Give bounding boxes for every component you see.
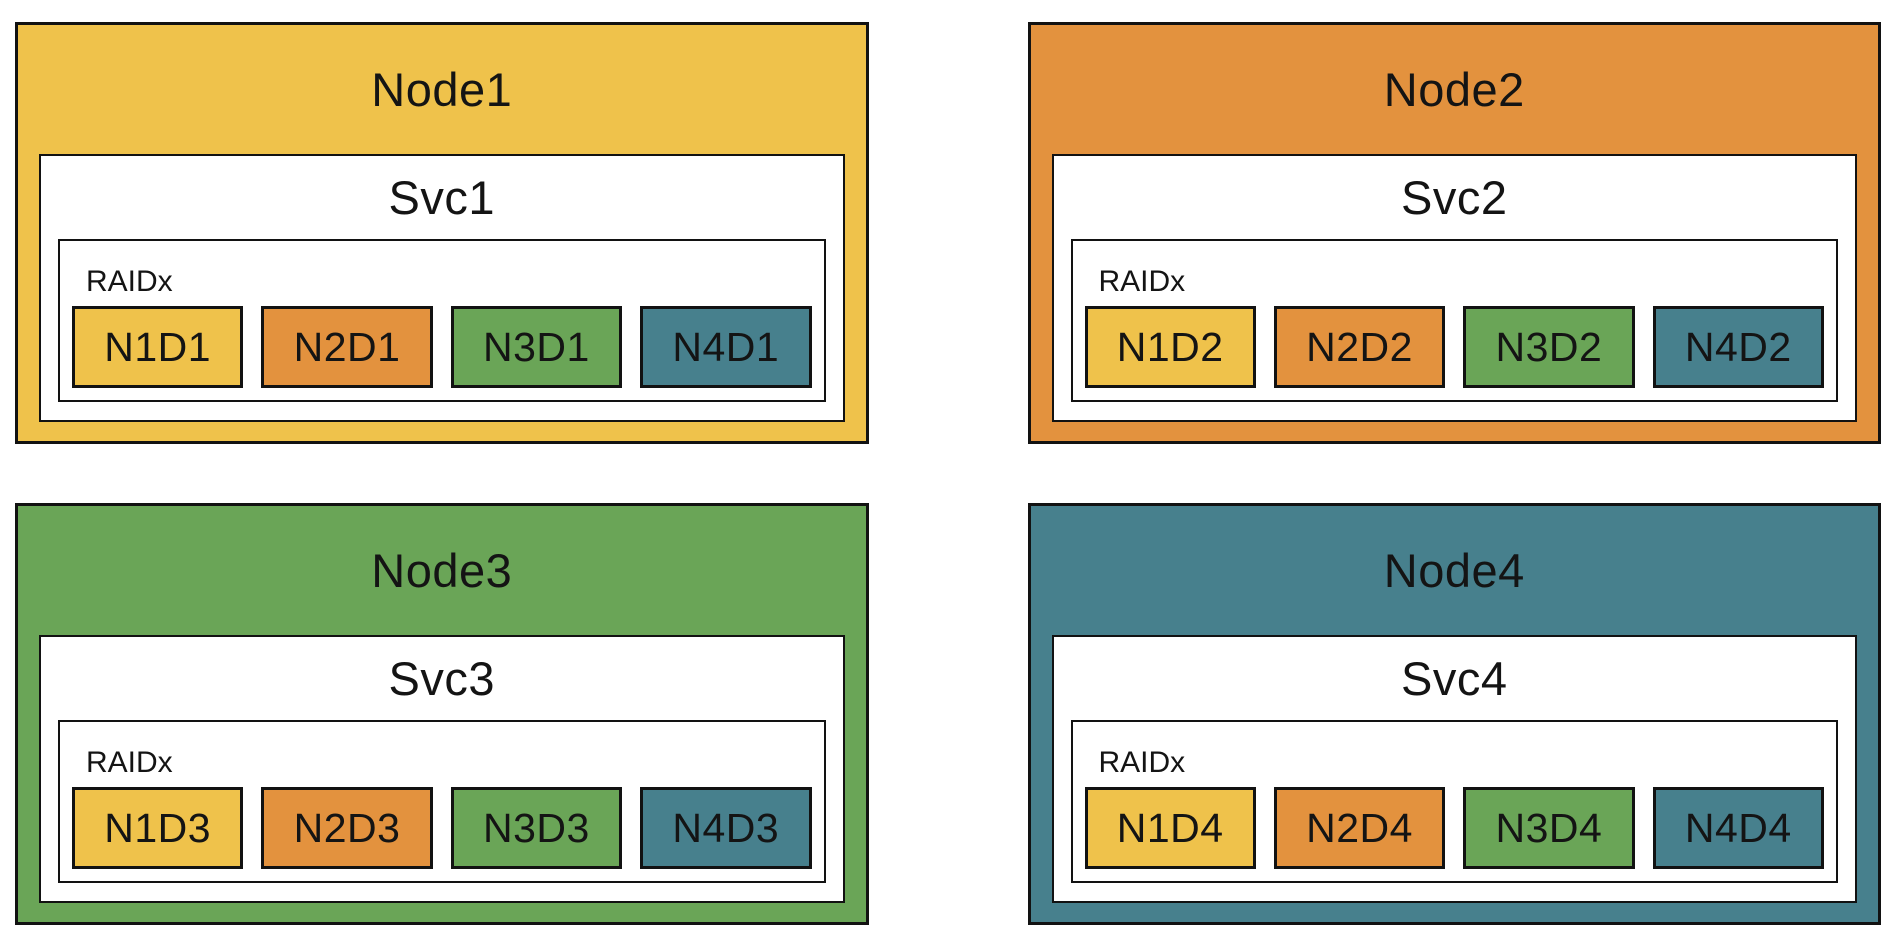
disk-chip: N4D4: [1652, 787, 1824, 869]
disk-chip: N3D4: [1463, 787, 1635, 869]
disk-chip: N2D4: [1273, 787, 1446, 869]
node-box-node2: Node2 Svc2 RAIDx N1D2 N2D2 N3D2 N4D2: [1027, 22, 1881, 444]
raid-label: RAIDx: [1098, 746, 1186, 779]
raid-box: RAIDx N1D3 N2D3 N3D3 N4D3: [58, 720, 826, 883]
svc-title: Svc1: [388, 171, 495, 224]
disk-chip: N1D4: [1084, 787, 1256, 869]
svc-title: Svc3: [388, 652, 495, 705]
disk-row: N1D2 N2D2 N3D2 N4D2: [1084, 306, 1824, 388]
svc-box-svc4: Svc4 RAIDx N1D4 N2D4 N3D4 N4D4: [1051, 635, 1857, 903]
disk-chip: N4D2: [1652, 306, 1824, 388]
raid-label: RAIDx: [1098, 265, 1186, 298]
disk-row: N1D3 N2D3 N3D3 N4D3: [72, 787, 812, 869]
disk-row: N1D1 N2D1 N3D1 N4D1: [72, 306, 812, 388]
node-title: Node3: [371, 544, 513, 597]
raid-label: RAIDx: [86, 746, 173, 779]
svc-title: Svc4: [1401, 652, 1508, 705]
node-title: Node1: [371, 63, 513, 116]
disk-chip: N1D2: [1084, 306, 1256, 388]
raid-box: RAIDx N1D2 N2D2 N3D2 N4D2: [1070, 239, 1838, 402]
raid-box: RAIDx N1D1 N2D1 N3D1 N4D1: [58, 239, 826, 402]
raid-label: RAIDx: [86, 265, 173, 298]
disk-chip: N1D1: [72, 306, 244, 388]
node-title: Node2: [1383, 63, 1525, 116]
raid-box: RAIDx N1D4 N2D4 N3D4 N4D4: [1070, 720, 1838, 883]
disk-chip: N3D2: [1463, 306, 1635, 388]
node-title: Node4: [1383, 544, 1525, 597]
svc-box-svc2: Svc2 RAIDx N1D2 N2D2 N3D2 N4D2: [1051, 154, 1857, 422]
disk-chip: N4D1: [640, 306, 812, 388]
node-box-node1: Node1 Svc1 RAIDx N1D1 N2D1 N3D1 N4D1: [15, 22, 869, 444]
disk-chip: N1D3: [72, 787, 244, 869]
disk-chip: N2D2: [1273, 306, 1446, 388]
svc-title: Svc2: [1401, 171, 1508, 224]
disk-row: N1D4 N2D4 N3D4 N4D4: [1084, 787, 1824, 869]
disk-chip: N3D3: [450, 787, 623, 869]
svc-box-svc3: Svc3 RAIDx N1D3 N2D3 N3D3 N4D3: [39, 635, 845, 903]
disk-chip: N2D1: [261, 306, 433, 388]
node-box-node3: Node3 Svc3 RAIDx N1D3 N2D3 N3D3 N4D3: [15, 503, 869, 925]
node-box-node4: Node4 Svc4 RAIDx N1D4 N2D4 N3D4 N4D4: [1027, 503, 1881, 925]
disk-chip: N3D1: [450, 306, 623, 388]
svc-box-svc1: Svc1 RAIDx N1D1 N2D1 N3D1 N4D1: [39, 154, 845, 422]
disk-chip: N2D3: [261, 787, 433, 869]
disk-chip: N4D3: [640, 787, 812, 869]
